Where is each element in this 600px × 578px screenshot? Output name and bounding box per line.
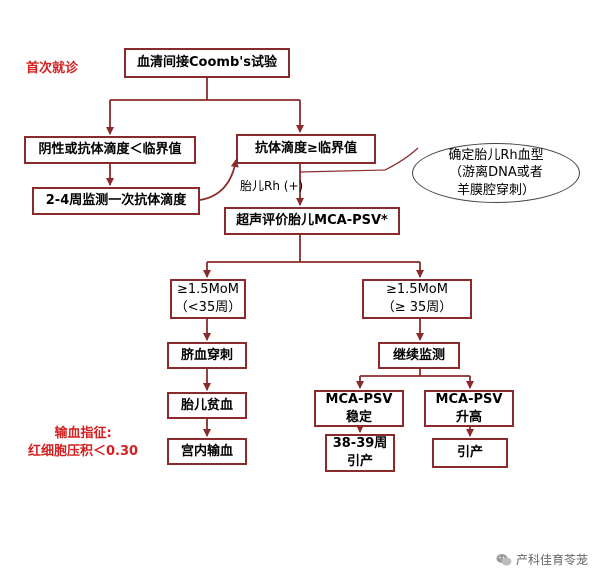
watermark-text: 产科佳育苓茏 — [515, 553, 588, 567]
mca-psv-stable-line-1: MCA-PSV — [325, 391, 393, 407]
intrauterine-transfusion-text: 宫内输血 — [180, 443, 233, 459]
first-visit-label: 首次就诊 — [26, 61, 79, 76]
intrauterine-transfusion-box: 宫内输血 — [167, 438, 247, 465]
continue-monitor-box: 继续监测 — [378, 342, 460, 369]
fetal-rh-typing-oval: 确定胎儿Rh血型 （游离DNA或者 羊膜腔穿刺） — [412, 143, 580, 203]
transfusion-indication: 输血指征: 红细胞压积＜0.30 — [28, 425, 138, 461]
titer-above-threshold-box: 抗体滴度≥临界值 — [236, 134, 376, 164]
coombs-test-text: 血清间接Coomb's试验 — [137, 55, 277, 71]
oval-line-2: （游离DNA或者 — [449, 165, 543, 181]
right-mom-line-1: ≥1.5MoM — [386, 282, 448, 298]
induce-38-39-weeks-line-2: 引产 — [346, 454, 373, 469]
oval-line-3: 羊膜腔穿刺） — [456, 182, 535, 198]
induce-38-39-weeks-line-1: 38-39周 — [332, 436, 388, 452]
fetal-anemia-box: 胎儿贫血 — [167, 392, 247, 419]
mca-psv-rising-box: MCA-PSV 升高 — [424, 390, 514, 427]
watermark: 产科佳育苓茏 — [496, 551, 588, 568]
induce-labor-text: 引产 — [456, 445, 483, 461]
continue-monitor-text: 继续监测 — [392, 347, 445, 363]
titer-above-threshold-text: 抗体滴度≥临界值 — [255, 141, 357, 157]
titer-monitor-box: 2-4周监测一次抗体滴度 — [32, 187, 200, 215]
left-mom-line-2: （<35周） — [174, 300, 242, 315]
mca-psv-rising-line-2: 升高 — [455, 409, 482, 425]
induce-labor-box: 引产 — [432, 438, 508, 468]
cordocentesis-box: 脐血穿刺 — [167, 342, 247, 369]
right-mom-box: ≥1.5MoM （≥ 35周） — [362, 279, 472, 319]
negative-titer-text: 阴性或抗体滴度＜临界值 — [38, 142, 182, 158]
left-mom-box: ≥1.5MoM （<35周） — [170, 279, 246, 319]
coombs-test-box: 血清间接Coomb's试验 — [124, 48, 290, 78]
fetal-rh-label: 胎儿Rh (+) — [240, 179, 304, 193]
wechat-icon — [496, 553, 512, 567]
oval-line-1: 确定胎儿Rh血型 — [448, 147, 544, 163]
left-mom-line-1: ≥1.5MoM — [177, 282, 239, 298]
transfusion-indication-value: 红细胞压积＜0.30 — [28, 444, 139, 460]
transfusion-indication-title: 输血指征: — [54, 426, 112, 441]
negative-titer-box: 阴性或抗体滴度＜临界值 — [24, 136, 196, 164]
mca-psv-stable-line-2: 稳定 — [345, 409, 372, 425]
mca-psv-text: 超声评价胎儿MCA-PSV* — [236, 213, 388, 229]
fetal-anemia-text: 胎儿贫血 — [180, 397, 233, 413]
right-mom-line-2: （≥ 35周） — [381, 300, 453, 315]
titer-monitor-text: 2-4周监测一次抗体滴度 — [45, 193, 187, 209]
mca-psv-stable-box: MCA-PSV 稳定 — [314, 390, 404, 427]
cordocentesis-text: 脐血穿刺 — [180, 347, 233, 363]
mca-psv-box: 超声评价胎儿MCA-PSV* — [224, 207, 400, 235]
mca-psv-rising-line-1: MCA-PSV — [435, 391, 503, 407]
induce-38-39-weeks-box: 38-39周 引产 — [325, 434, 395, 472]
